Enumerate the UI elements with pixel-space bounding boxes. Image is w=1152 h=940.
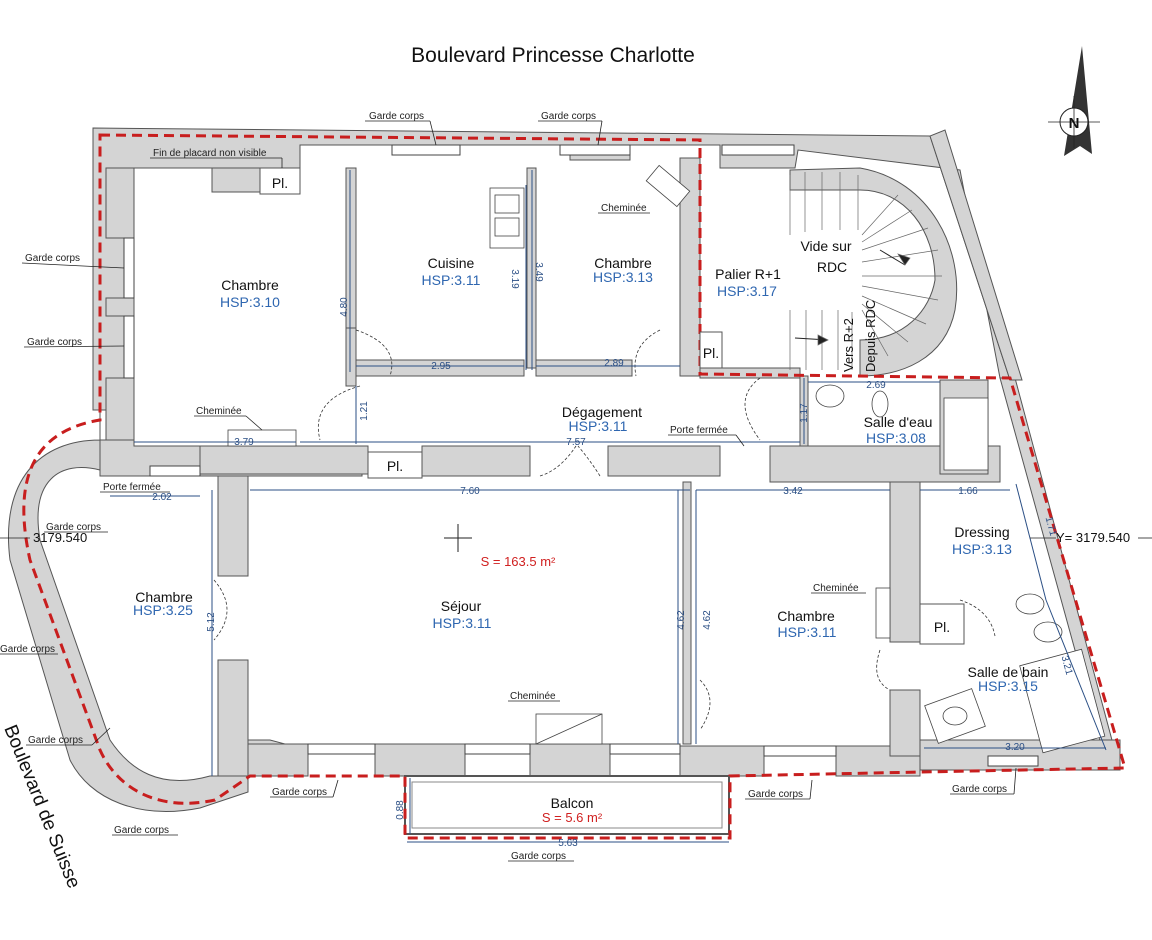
room-name-chambre-2: Chambre — [594, 255, 652, 271]
dim-label: 1.71 — [1043, 516, 1059, 538]
note-cheminee: Cheminée — [196, 406, 242, 417]
svg-text:N: N — [1069, 115, 1080, 132]
note-cheminee: Cheminée — [813, 583, 859, 594]
dim-label: 1.21 — [359, 401, 370, 421]
note-garde-corps: Garde corps — [28, 735, 83, 746]
dim-label: 7.60 — [460, 486, 480, 497]
room-name-chambre-4: Chambre — [777, 608, 835, 624]
plan-title: Boulevard Princesse Charlotte — [411, 44, 695, 67]
placard-label-1: Pl. — [272, 175, 288, 191]
void-label-line2: RDC — [817, 259, 847, 275]
dim-label: 5.12 — [206, 612, 217, 632]
dim-label: 3.42 — [783, 486, 803, 497]
room-hsp-sejour: HSP:3.11 — [433, 615, 492, 631]
dim-label: 3.21 — [1059, 655, 1075, 677]
sanitary-fixtures — [227, 164, 1106, 754]
dim-label: 1.17 — [799, 403, 810, 423]
dim-label: 3.20 — [1005, 742, 1025, 753]
room-hsp-chambre-4: HSP:3.11 — [778, 624, 837, 640]
note-garde-corps: Garde corps — [952, 784, 1007, 795]
elevation-value: 3179.540 — [1076, 530, 1130, 545]
placard-label-4: Pl. — [934, 619, 950, 635]
room-hsp-chambre-1: HSP:3.10 — [220, 294, 280, 310]
stairs-down-label: Depuis RDC — [863, 300, 878, 372]
north-arrow-icon: N — [1048, 46, 1100, 156]
note-garde-corps: Garde corps — [25, 253, 80, 264]
room-name-chambre-1: Chambre — [221, 277, 279, 293]
room-name-balcon: Balcon — [551, 795, 594, 811]
stairs-up-label: Vers R+2 — [841, 318, 856, 372]
placard-labels: Pl. Pl. Pl. Pl. — [259, 167, 965, 645]
surface-balcon: S = 5.6 m² — [542, 810, 603, 825]
elevation-right: Y= 3179.540 — [1030, 530, 1152, 545]
dim-label: 2.89 — [604, 358, 624, 369]
elevation-left: 3179.540 — [0, 530, 87, 545]
note-cheminee: Cheminée — [601, 203, 647, 214]
note-garde-corps: Garde corps — [27, 337, 82, 348]
dim-label: 0.88 — [395, 800, 406, 820]
note-garde-corps: Garde corps — [46, 522, 101, 533]
dim-label: 4.62 — [702, 610, 713, 630]
room-hsp-salle-bain: HSP:3.15 — [978, 678, 1038, 694]
svg-text:Y= 3179.540: Y= 3179.540 — [1056, 530, 1130, 545]
room-hsp-salle-eau: HSP:3.08 — [866, 430, 926, 446]
note-garde-corps: Garde corps — [272, 787, 327, 798]
room-labels: Chambre HSP:3.10 Cuisine HSP:3.11 Chambr… — [133, 238, 1048, 811]
room-name-degagement: Dégagement — [562, 404, 642, 420]
surface-total: S = 163.5 m² — [481, 554, 556, 569]
note-porte-fermee: Porte fermée — [670, 425, 728, 436]
placard-label-2: Pl. — [703, 345, 719, 361]
room-name-cuisine: Cuisine — [428, 255, 475, 271]
room-name-dressing: Dressing — [954, 524, 1009, 540]
dim-label: 2.02 — [152, 492, 172, 503]
note-porte-fermee: Porte fermée — [103, 482, 161, 493]
room-hsp-cuisine: HSP:3.11 — [422, 272, 481, 288]
room-hsp-degagement: HSP:3.11 — [569, 418, 628, 434]
dim-label: 3.49 — [533, 262, 544, 282]
note-garde-corps: Garde corps — [369, 111, 424, 122]
dimension-lines — [110, 170, 1107, 843]
dimension-labels: 4.80 3.19 3.49 2.95 2.89 1.21 3.79 7.57 … — [152, 262, 1074, 849]
note-garde-corps: Garde corps — [511, 851, 566, 862]
room-hsp-palier: HSP:3.17 — [717, 283, 777, 299]
doors — [213, 329, 996, 731]
dim-label: 2.95 — [431, 361, 451, 372]
note-garde-corps: Garde corps — [748, 789, 803, 800]
placard-label-3: Pl. — [387, 458, 403, 474]
annotation-notes: Garde corps Garde corps Fin de placard n… — [0, 111, 1017, 862]
dim-label: 3.19 — [509, 269, 520, 289]
room-name-sejour: Séjour — [441, 598, 482, 614]
dim-label: 3.79 — [234, 437, 254, 448]
dim-label: 5.63 — [558, 838, 578, 849]
room-hsp-chambre-2: HSP:3.13 — [593, 269, 653, 285]
staircase — [789, 172, 942, 370]
note-cheminee: Cheminée — [510, 691, 556, 702]
dim-label: 4.62 — [676, 610, 687, 630]
note-garde-corps: Garde corps — [0, 644, 55, 655]
room-name-palier: Palier R+1 — [715, 266, 781, 282]
note-garde-corps: Garde corps — [114, 825, 169, 836]
room-name-salle-eau: Salle d'eau — [864, 414, 933, 430]
elevation-prefix: Y= — [1056, 530, 1076, 545]
dim-label: 2.69 — [866, 380, 886, 391]
svg-text:3179.540: 3179.540 — [33, 530, 87, 545]
dim-label: 1.66 — [958, 486, 978, 497]
room-hsp-chambre-3: HSP:3.25 — [133, 602, 193, 618]
note-garde-corps: Garde corps — [541, 111, 596, 122]
dim-label: 4.80 — [339, 297, 350, 317]
note-fin-placard: Fin de placard non visible — [153, 148, 267, 159]
balcony — [404, 775, 730, 835]
room-name-salle-bain: Salle de bain — [968, 664, 1049, 680]
dim-label: 7.57 — [566, 437, 586, 448]
crosshair-icon — [444, 524, 472, 552]
room-hsp-dressing: HSP:3.13 — [952, 541, 1012, 557]
void-label-line1: Vide sur — [800, 238, 851, 254]
room-name-chambre-3: Chambre — [135, 589, 193, 605]
windows — [123, 144, 1039, 767]
